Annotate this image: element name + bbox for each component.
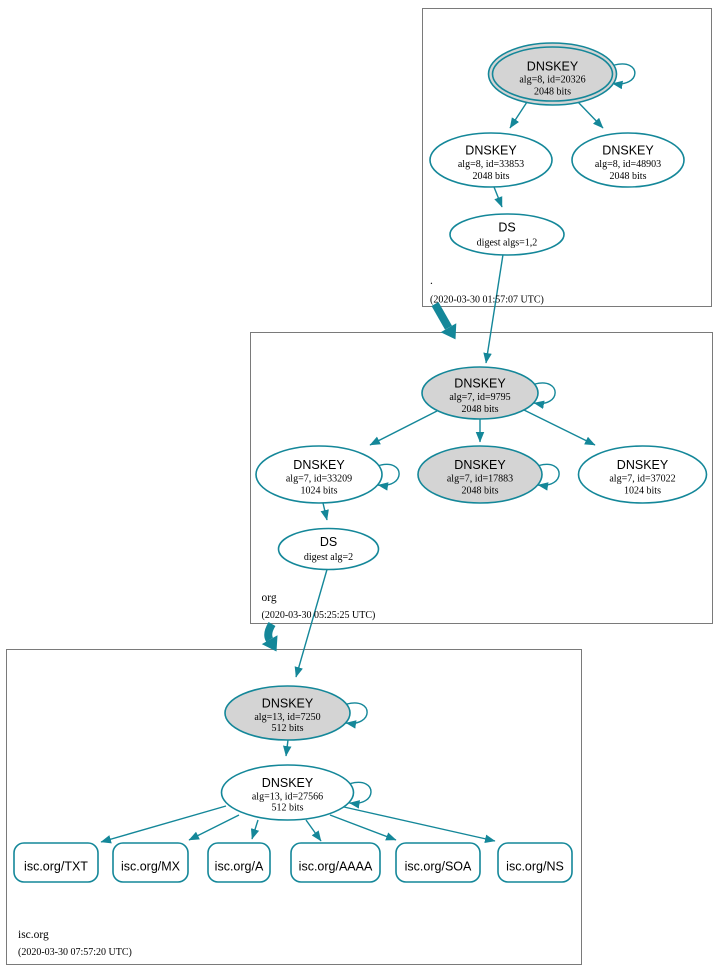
- svg-text:alg=8, id=20326: alg=8, id=20326: [519, 75, 585, 86]
- zone-box-org: [250, 332, 713, 624]
- zone-timestamp-isc-org: (2020-03-30 07:57:20 UTC): [18, 947, 132, 958]
- svg-text:DS: DS: [498, 221, 515, 235]
- edge-isc-zsk-mx: [188, 814, 240, 841]
- svg-text:DNSKEY: DNSKEY: [527, 60, 579, 74]
- zone-label-org: org: [262, 592, 277, 604]
- svg-text:alg=7, id=37022: alg=7, id=37022: [609, 474, 675, 485]
- edge-root-ksk-zsk1: [509, 101, 528, 129]
- rrset-isc-org-aaaa: isc.org/AAAA: [290, 842, 381, 883]
- svg-text:2048 bits: 2048 bits: [534, 87, 571, 98]
- node-dnskey-isc-7250: DNSKEY alg=13, id=7250 512 bits: [224, 685, 351, 741]
- svg-text:isc.org/AAAA: isc.org/AAAA: [299, 860, 373, 874]
- node-ds-org: DS digest alg=2: [277, 527, 380, 571]
- svg-text:isc.org/TXT: isc.org/TXT: [24, 860, 88, 874]
- zone-timestamp-root: (2020-03-30 01:57:07 UTC): [430, 295, 544, 306]
- svg-text:alg=13, id=7250: alg=13, id=7250: [254, 712, 320, 723]
- zone-org: DNSKEY alg=7, id=9795 2048 bits DNSKEY a…: [255, 366, 708, 678]
- svg-text:isc.org/SOA: isc.org/SOA: [405, 860, 472, 874]
- zone-label-root: .: [430, 275, 433, 287]
- svg-text:alg=13, id=27566: alg=13, id=27566: [252, 792, 323, 803]
- svg-text:DS: DS: [320, 535, 337, 549]
- svg-text:2048 bits: 2048 bits: [610, 171, 647, 182]
- svg-text:1024 bits: 1024 bits: [301, 486, 338, 497]
- edge-isc-zsk-aaaa: [305, 819, 322, 842]
- svg-text:2048 bits: 2048 bits: [473, 171, 510, 182]
- svg-text:DNSKEY: DNSKEY: [454, 458, 506, 472]
- svg-text:512 bits: 512 bits: [272, 803, 304, 814]
- svg-text:alg=7, id=33209: alg=7, id=33209: [286, 474, 352, 485]
- node-ds-root: DS digest algs=1,2: [449, 213, 565, 256]
- svg-text:DNSKEY: DNSKEY: [465, 144, 517, 158]
- zone-isc-org: DNSKEY alg=13, id=7250 512 bits DNSKEY a…: [13, 685, 573, 958]
- edge-org-to-isc-zone: [261, 621, 278, 652]
- edge-org-ksk-selfloop: [533, 382, 556, 409]
- svg-text:alg=8, id=33853: alg=8, id=33853: [458, 159, 524, 170]
- edge-root-zsk1-ds: [493, 186, 503, 208]
- svg-text:DNSKEY: DNSKEY: [454, 377, 506, 391]
- svg-text:2048 bits: 2048 bits: [462, 486, 499, 497]
- svg-text:isc.org/MX: isc.org/MX: [121, 860, 181, 874]
- svg-text:DNSKEY: DNSKEY: [262, 776, 314, 790]
- svg-text:DNSKEY: DNSKEY: [262, 697, 314, 711]
- edge-org-ds-isc-ksk: [294, 569, 328, 678]
- svg-text:512 bits: 512 bits: [272, 723, 304, 734]
- zone-timestamp-org: (2020-03-30 05:25:25 UTC): [262, 610, 376, 621]
- edge-org-zsk1-ds: [320, 502, 329, 521]
- edge-org-ksk2-selfloop: [537, 463, 560, 491]
- edge-root-ksk-selfloop: [612, 63, 636, 90]
- edge-isc-zsk-a: [250, 819, 260, 840]
- node-dnskey-org-17883: DNSKEY alg=7, id=17883 2048 bits: [417, 445, 543, 504]
- svg-text:digest algs=1,2: digest algs=1,2: [477, 238, 538, 249]
- edge-isc-ksk-selfloop: [345, 702, 368, 729]
- edge-org-ksk-zsk1: [369, 410, 438, 446]
- rrset-isc-org-txt: isc.org/TXT: [13, 842, 99, 883]
- node-dnskey-org-37022: DNSKEY alg=7, id=37022 1024 bits: [577, 445, 708, 504]
- svg-text:DNSKEY: DNSKEY: [617, 458, 669, 472]
- node-dnskey-root-33853: DNSKEY alg=8, id=33853 2048 bits: [429, 132, 553, 188]
- edge-org-ksk-zsk2: [523, 409, 596, 446]
- zone-box-root: [422, 8, 712, 307]
- edge-root-to-org-zone: [431, 302, 457, 340]
- svg-text:alg=7, id=9795: alg=7, id=9795: [449, 392, 510, 403]
- node-dnskey-isc-27566: DNSKEY alg=13, id=27566 512 bits: [220, 764, 355, 821]
- svg-text:1024 bits: 1024 bits: [624, 486, 661, 497]
- svg-text:DNSKEY: DNSKEY: [293, 458, 345, 472]
- rrset-isc-org-a: isc.org/A: [207, 842, 271, 883]
- svg-text:isc.org/A: isc.org/A: [215, 860, 264, 874]
- svg-text:digest alg=2: digest alg=2: [304, 552, 353, 563]
- node-dnskey-org-9795: DNSKEY alg=7, id=9795 2048 bits: [421, 366, 539, 420]
- svg-text:alg=8, id=48903: alg=8, id=48903: [595, 159, 661, 170]
- rrset-isc-org-mx: isc.org/MX: [112, 842, 189, 883]
- edge-root-ds-org-ksk: [483, 254, 504, 364]
- edge-isc-zsk-ns: [343, 806, 496, 843]
- node-dnskey-org-33209: DNSKEY alg=7, id=33209 1024 bits: [255, 445, 383, 504]
- zone-root: DNSKEY alg=8, id=20326 2048 bits DNSKEY …: [429, 42, 685, 364]
- rrset-isc-org-ns: isc.org/NS: [497, 842, 573, 883]
- edge-isc-zsk-soa: [329, 814, 397, 841]
- svg-text:2048 bits: 2048 bits: [462, 404, 499, 415]
- edge-isc-zsk-txt: [100, 805, 227, 844]
- node-dnskey-root-48903: DNSKEY alg=8, id=48903 2048 bits: [571, 132, 685, 188]
- edge-org-zsk1-selfloop: [377, 463, 400, 491]
- svg-text:isc.org/NS: isc.org/NS: [506, 860, 564, 874]
- edge-isc-ksk-zsk: [283, 739, 292, 757]
- svg-text:DNSKEY: DNSKEY: [602, 144, 654, 158]
- rrset-isc-org-soa: isc.org/SOA: [395, 842, 481, 883]
- edge-root-ksk-zsk2: [577, 101, 604, 129]
- svg-text:alg=7, id=17883: alg=7, id=17883: [447, 474, 513, 485]
- zone-box-isc-org: [6, 649, 582, 965]
- edge-isc-zsk-selfloop: [349, 781, 372, 809]
- node-dnskey-root-20326: DNSKEY alg=8, id=20326 2048 bits: [487, 42, 618, 106]
- zone-label-isc-org: isc.org: [18, 929, 49, 941]
